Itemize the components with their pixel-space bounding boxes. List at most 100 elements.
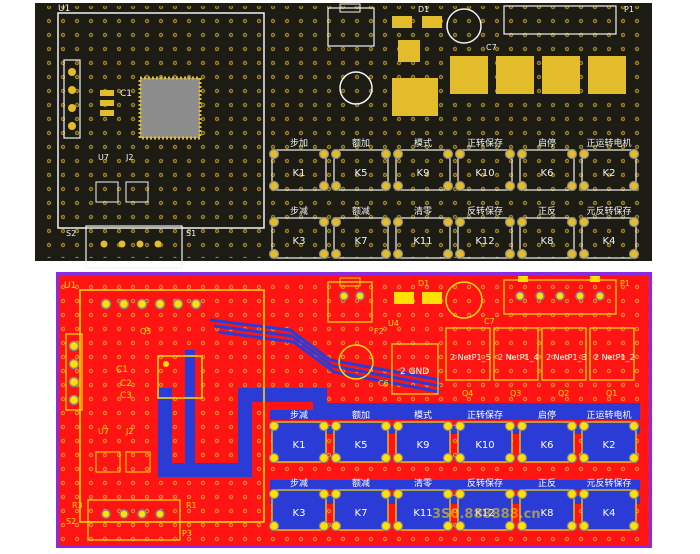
top-mcu-chip bbox=[138, 76, 202, 140]
bottom-s2-label: S2 bbox=[66, 517, 76, 526]
top-u1-label: U1 bbox=[58, 4, 70, 14]
top-p1-header bbox=[503, 5, 617, 35]
bottom-u7-label: U7 bbox=[98, 427, 109, 436]
top-c7-label: C7 bbox=[486, 43, 497, 52]
key-switch-k2: K2 正运转电机 bbox=[578, 409, 640, 464]
bottom-u4-label: U4 bbox=[388, 319, 399, 328]
bottom-q1-label: Q1 bbox=[606, 389, 617, 398]
svg-text:2 NetP1_3: 2 NetP1_3 bbox=[546, 353, 587, 362]
bottom-u1-label: U1 bbox=[64, 281, 76, 291]
top-d-connector bbox=[327, 7, 375, 47]
key-label: K7 bbox=[355, 508, 368, 519]
key-function-label: 正反 bbox=[538, 478, 556, 489]
top-s1-label: S1 bbox=[186, 229, 196, 238]
netp1-block-3: 2 NetP1_3 bbox=[541, 327, 587, 381]
key-function-label: 反转保存 bbox=[467, 477, 503, 489]
key-label: K8 bbox=[541, 508, 554, 519]
key-label: K1 bbox=[293, 440, 306, 451]
bottom-p1-header bbox=[503, 279, 617, 315]
bottom-c3-label: C3 bbox=[120, 391, 132, 401]
bottom-u1-outline bbox=[79, 289, 265, 523]
top-u7-label: U7 bbox=[98, 153, 109, 162]
key-function-label: 正运转电机 bbox=[586, 137, 631, 149]
top-key-grid: K1步加K5额加K9模式K10正转保存K6启停K2正运转电机K3步减K7额减K1… bbox=[268, 137, 640, 260]
bottom-p1-label: P1 bbox=[620, 279, 630, 288]
key-function-label: 清零 bbox=[414, 477, 432, 489]
top-j2-label: J2 bbox=[125, 153, 133, 162]
key-function-label: 步减 bbox=[290, 409, 308, 421]
key-switch-k6: K6 启停 bbox=[516, 137, 578, 192]
key-label: K11 bbox=[413, 236, 432, 247]
netp1-block-5: 2 NetP1_5 bbox=[445, 327, 491, 381]
bottom-gnd-pad bbox=[391, 343, 439, 395]
key-switch-k11: K11 清零 bbox=[392, 477, 454, 532]
key-switch-k8: K8 正反 bbox=[516, 478, 578, 532]
bottom-f2-label: F2 bbox=[374, 327, 384, 336]
bottom-key-grid: K1步减K5额加K9模式K10正转保存K6启停K2正运转电机K3步减K7额减K1… bbox=[268, 409, 640, 532]
key-label: K2 bbox=[603, 440, 616, 451]
key-switch-k1: K1 步减 bbox=[268, 409, 330, 464]
key-function-label: 额加 bbox=[352, 409, 370, 421]
key-label: K2 bbox=[603, 168, 616, 179]
key-label: K6 bbox=[541, 168, 554, 179]
key-switch-k9: K9 模式 bbox=[392, 409, 454, 464]
key-label: K3 bbox=[293, 236, 306, 247]
key-switch-k8: K8 正反 bbox=[516, 206, 578, 260]
key-label: K10 bbox=[475, 440, 494, 451]
top-d1-label: D1 bbox=[418, 5, 429, 14]
bottom-q3-label: Q3 bbox=[140, 327, 151, 336]
key-function-label: 额减 bbox=[352, 477, 370, 489]
top-view: U1 C1 U7 J2 S2 S1 D1 C7 bbox=[35, 3, 652, 269]
key-label: K10 bbox=[475, 168, 494, 179]
key-function-label: 元反转保存 bbox=[586, 477, 631, 489]
top-connector-p3 bbox=[85, 225, 183, 269]
key-label: K7 bbox=[355, 236, 368, 247]
bottom-c7-capacitor bbox=[445, 281, 483, 319]
key-function-label: 正反 bbox=[538, 206, 556, 217]
bottom-c6-label: C6 bbox=[378, 379, 389, 388]
netp1-block-2: 2 NetP1_2 bbox=[589, 327, 635, 381]
key-function-label: 正运转电机 bbox=[586, 409, 631, 421]
key-switch-k4: K4 元反转保存 bbox=[578, 477, 640, 532]
key-label: K4 bbox=[603, 508, 616, 519]
key-function-label: 启停 bbox=[538, 137, 556, 149]
key-label: K8 bbox=[541, 236, 554, 247]
bottom-q3b-label: Q3 bbox=[510, 389, 521, 398]
key-function-label: 启停 bbox=[538, 409, 556, 421]
watermark: 3S0.888888.cn bbox=[432, 507, 541, 522]
bottom-c6-capacitor bbox=[338, 344, 374, 380]
bottom-p3-label: P3 bbox=[182, 529, 192, 538]
svg-text:2 NetP1_2: 2 NetP1_2 bbox=[594, 353, 635, 362]
top-left-header bbox=[63, 59, 81, 139]
bottom-gnd-label: 2 GND bbox=[400, 367, 429, 377]
key-label: K1 bbox=[293, 168, 306, 179]
key-label: K5 bbox=[355, 168, 368, 179]
bottom-r3-label: R3 bbox=[72, 501, 83, 510]
key-label: K6 bbox=[541, 440, 554, 451]
bottom-q2-label: Q2 bbox=[558, 389, 569, 398]
bottom-q4-label: Q4 bbox=[462, 389, 473, 398]
svg-text:2 NetP1_5: 2 NetP1_5 bbox=[450, 353, 491, 362]
key-switch-k6: K6 启停 bbox=[516, 409, 578, 464]
top-u1-outline bbox=[57, 12, 265, 229]
bottom-c7-label: C7 bbox=[484, 317, 495, 326]
key-function-label: 模式 bbox=[414, 409, 432, 421]
bottom-c2-label: C2 bbox=[120, 379, 132, 389]
key-function-label: 正转保存 bbox=[467, 137, 503, 149]
bottom-j2-label: J2 bbox=[125, 427, 133, 436]
key-function-label: 清零 bbox=[414, 205, 432, 217]
key-label: K9 bbox=[417, 440, 430, 451]
key-function-label: 模式 bbox=[414, 137, 432, 149]
bottom-mcu-chip bbox=[157, 355, 203, 399]
top-c7-capacitor bbox=[446, 8, 482, 44]
key-label: K11 bbox=[413, 508, 432, 519]
bottom-view: U1 Q3 C1 C2 C3 U7 J2 R3 R1 S2 P3 bbox=[56, 272, 652, 548]
key-function-label: 步减 bbox=[290, 477, 308, 489]
